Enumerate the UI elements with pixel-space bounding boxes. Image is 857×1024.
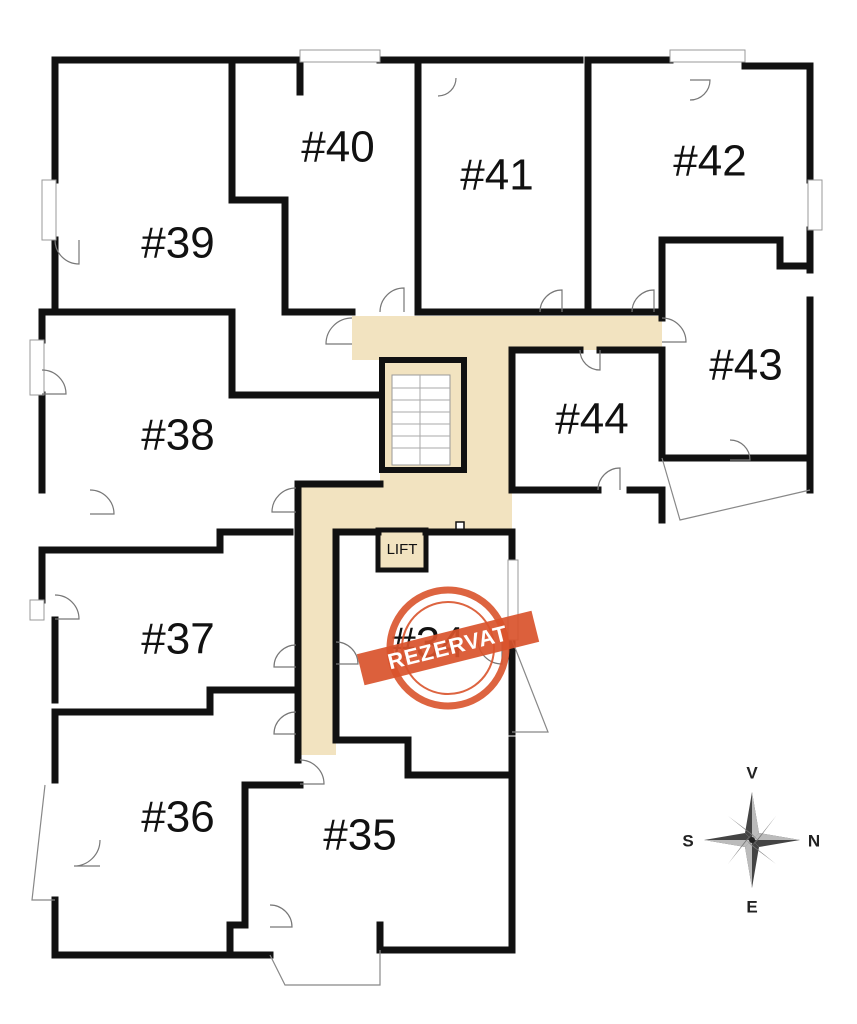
room-label-35: #35: [323, 811, 396, 860]
room-label-36: #36: [141, 793, 214, 842]
compass-west-label: V: [746, 763, 758, 782]
room-label-43: #43: [709, 341, 782, 390]
stairs-icon: [379, 357, 467, 473]
room-label-42: #42: [673, 137, 746, 186]
lift-label: LIFT: [387, 541, 418, 558]
walls: [38, 56, 814, 959]
room-label-40: #40: [301, 123, 374, 172]
reserved-stamp: REZERVAT: [356, 586, 540, 710]
room-label-38: #38: [141, 411, 214, 460]
compass-rose-icon: V E S N: [682, 763, 820, 916]
compass-south-label: S: [682, 831, 693, 850]
compass-north-label: N: [808, 831, 820, 850]
room-labels: #39 #40 #41 #42 #43 #44 #38 #37 #34 #36 …: [141, 123, 782, 860]
compass-east-label: E: [746, 897, 757, 916]
room-label-37: #37: [141, 615, 214, 664]
room-label-41: #41: [460, 151, 533, 200]
lift: LIFT: [375, 521, 465, 573]
windows: [29, 49, 823, 986]
room-label-39: #39: [141, 219, 214, 268]
room-label-44: #44: [555, 395, 628, 444]
